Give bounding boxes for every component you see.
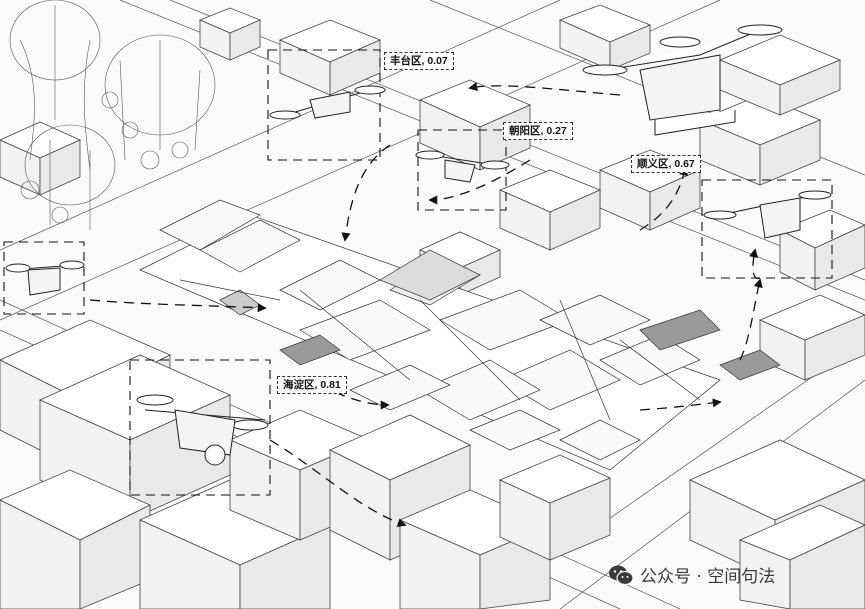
building [278,19,382,96]
district-label-haidian: 海淀区, 0.81 [277,376,347,394]
building [758,294,865,381]
district-label-fengtai: 丰台区, 0.07 [384,52,454,70]
flight-path-arrow [341,144,391,242]
trees [9,0,216,230]
zone-box-haidian [129,359,271,496]
building [499,454,611,561]
drone-chaoyang [415,150,510,183]
building [0,121,81,196]
flight-path-arrow [89,299,267,313]
district-label-chaoyang: 朝阳区, 0.27 [503,122,573,140]
building [718,34,842,116]
flight-path-arrow [749,248,761,280]
flight-path-arrow [639,398,722,411]
building [498,169,602,251]
district-label-shunyi: 顺义区, 0.67 [631,155,701,173]
drones [5,24,832,466]
flight-path-arrow [739,278,763,361]
buildings [0,4,865,609]
drone-shunyi [703,190,832,239]
central-complex [139,199,781,471]
zone-boxes [3,49,833,496]
zone-box-fengtai [267,49,381,161]
zone-box-chaoyang [417,129,507,211]
flight-path-arrow [639,166,689,231]
building [738,504,865,609]
drone-left [5,260,85,296]
drone-fengtai [269,85,386,120]
flight-path-arrow [269,439,407,528]
watermark-text: 公众号 · 空间句法 [640,567,776,587]
drone-large [582,24,783,136]
building [558,4,652,71]
watermark: 公众号 · 空间句法 [608,562,775,587]
wechat-icon [609,565,634,585]
building [198,7,262,61]
building [779,209,865,291]
flight-path-arrow [468,82,621,96]
building [0,469,151,609]
zone-box-shunyi [701,179,833,279]
building [139,479,331,609]
drone-haidian [136,394,269,466]
